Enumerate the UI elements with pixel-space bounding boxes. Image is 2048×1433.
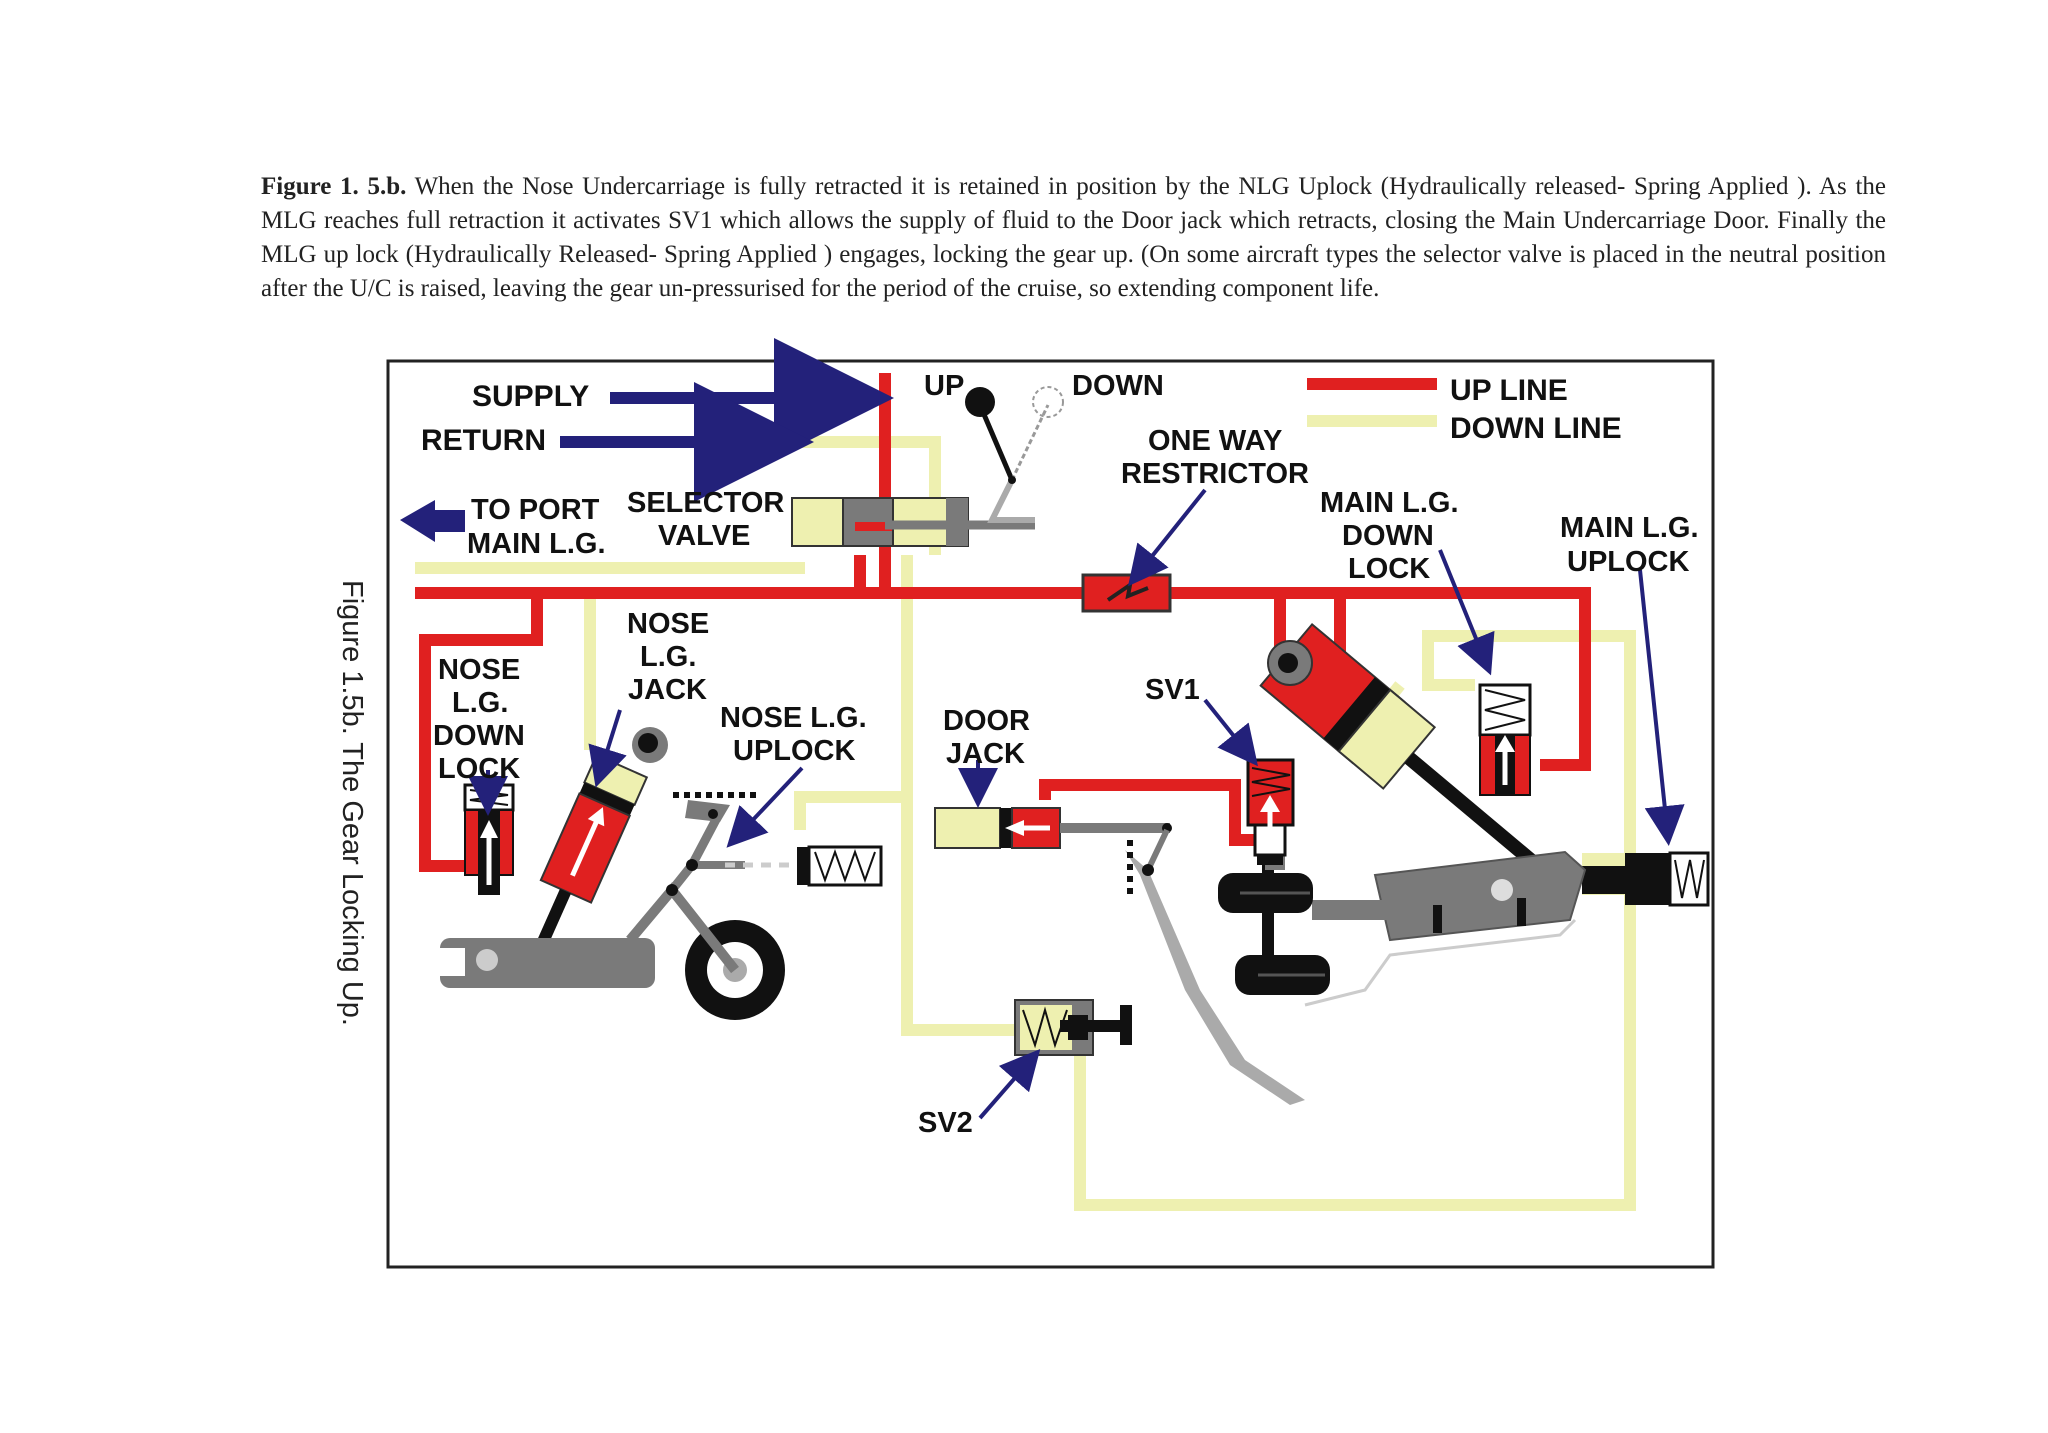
label-main-ul-2: UPLOCK	[1567, 546, 1690, 578]
label-return: RETURN	[421, 424, 546, 457]
selector-lever	[965, 386, 1064, 523]
selector-valve	[842, 497, 1035, 547]
label-nose-ul-1: NOSE L.G.	[720, 702, 867, 734]
nose-jack-pin	[638, 733, 658, 753]
main-uplock-pointer	[1638, 569, 1685, 846]
label-nose-ul-2: UPLOCK	[733, 735, 856, 767]
restrictor-pointer	[1128, 488, 1207, 587]
label-sv1: SV1	[1145, 674, 1200, 706]
main-landing-gear	[1218, 850, 1587, 1007]
label-main-ul-1: MAIN L.G.	[1560, 512, 1699, 544]
label-one-way-1: ONE WAY	[1148, 425, 1282, 457]
label-nose-jack-3: JACK	[628, 674, 707, 706]
label-nose-dl-4: LOCK	[438, 753, 520, 785]
label-to-port-2: MAIN L.G.	[467, 528, 606, 560]
up-lines	[415, 373, 1591, 872]
sv1-pointer	[1203, 698, 1258, 767]
label-sv2: SV2	[918, 1107, 973, 1139]
legend-down-label: DOWN LINE	[1450, 412, 1622, 445]
legend-up-label: UP LINE	[1450, 374, 1568, 407]
door-jack	[934, 807, 1172, 849]
label-down: DOWN	[1072, 370, 1164, 402]
sv2-pointer	[978, 1048, 1041, 1120]
label-to-port-1: TO PORT	[471, 494, 600, 526]
label-nose-dl-3: DOWN	[433, 720, 525, 752]
label-one-way-2: RESTRICTOR	[1121, 458, 1309, 490]
nose-jack-pointer	[588, 709, 627, 788]
sv1-valve	[1246, 758, 1295, 865]
label-selector-2: VALVE	[658, 520, 750, 552]
main-lg-uplock	[1582, 851, 1710, 907]
label-nose-dl-2: L.G.	[452, 687, 508, 719]
label-door-jack-1: DOOR	[943, 705, 1030, 737]
label-up: UP	[924, 370, 964, 402]
mlg-door	[1125, 828, 1305, 1105]
sv2-valve	[1014, 999, 1132, 1056]
nose-uplock-pointer	[726, 766, 804, 848]
label-nose-dl-1: NOSE	[438, 654, 520, 686]
main-downlock-pointer	[1438, 549, 1495, 676]
one-way-restrictor	[1081, 573, 1172, 613]
label-main-dl-1: MAIN L.G.	[1320, 487, 1459, 519]
main-lg-down-lock	[1478, 683, 1532, 796]
label-nose-jack-2: L.G.	[640, 641, 696, 673]
figure-caption: Figure 1. 5.b. When the Nose Undercarria…	[261, 170, 1886, 306]
caption-text: When the Nose Undercarriage is fully ret…	[261, 173, 1886, 302]
label-nose-jack-1: NOSE	[627, 608, 709, 640]
label-main-dl-2: DOWN	[1342, 520, 1434, 552]
nose-lg-uplock	[797, 845, 883, 887]
nose-landing-gear	[440, 792, 810, 1020]
main-jack-pin	[1278, 653, 1298, 673]
caption-label: Figure 1. 5.b.	[261, 173, 407, 200]
label-selector-1: SELECTOR	[627, 487, 784, 519]
label-door-jack-2: JACK	[946, 738, 1025, 770]
label-supply: SUPPLY	[472, 380, 589, 413]
diagram-frame	[386, 359, 1715, 1269]
to-port-arrow	[400, 500, 465, 542]
label-main-dl-3: LOCK	[1348, 553, 1430, 585]
